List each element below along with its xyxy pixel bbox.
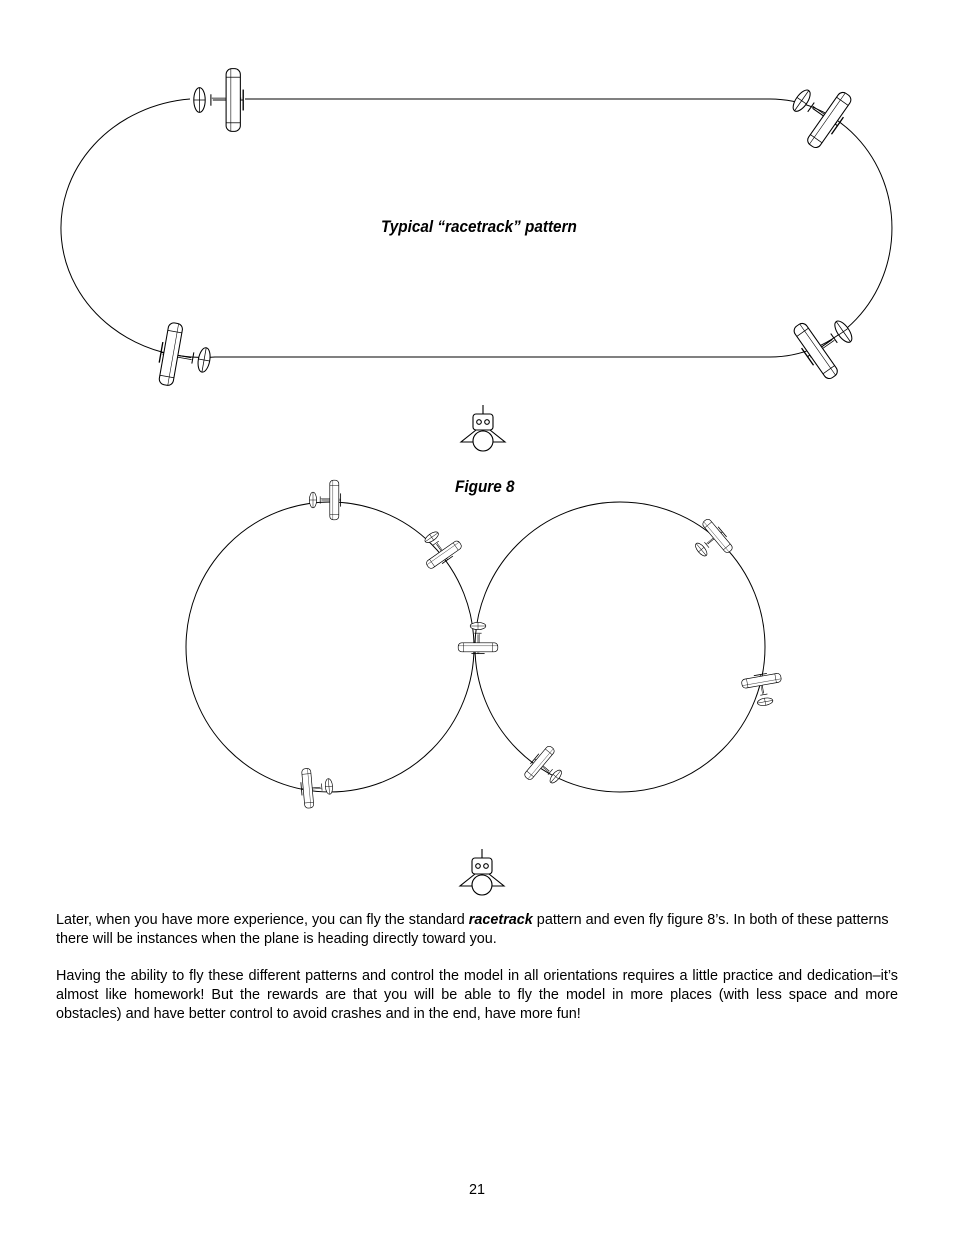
pilot-icon (460, 404, 506, 452)
airplane-icon (299, 765, 335, 809)
paragraph-patterns-intro: Later, when you have more experience, yo… (56, 911, 898, 949)
pilot-icon (459, 848, 505, 896)
airplane-icon (740, 670, 786, 710)
flight-pattern-diagrams (60, 67, 893, 896)
airplane-icon (788, 302, 867, 384)
racetrack-emphasis: racetrack (468, 912, 533, 928)
airplane-icon (308, 479, 342, 521)
racetrack-path (60, 98, 893, 358)
paragraph-practice: Having the ability to fly these differen… (56, 968, 898, 1022)
paragraph-text: Later, when you have more experience, yo… (56, 912, 469, 928)
airplane-icon (457, 621, 499, 655)
airplane-icon (412, 522, 465, 572)
airplane-icon (193, 67, 244, 133)
airplane-icon (521, 743, 572, 795)
page-number: 21 (468, 1182, 485, 1198)
racetrack-caption: Typical “racetrack” pattern (381, 217, 577, 236)
airplane-icon (154, 320, 216, 393)
figure8-caption: Figure 8 (455, 477, 515, 496)
airplane-icon (778, 71, 857, 153)
figure8-left-loop (185, 501, 475, 793)
airplane-icon (685, 516, 736, 568)
paragraph-text: pattern and even fly figure 8’s. In both… (56, 912, 889, 947)
